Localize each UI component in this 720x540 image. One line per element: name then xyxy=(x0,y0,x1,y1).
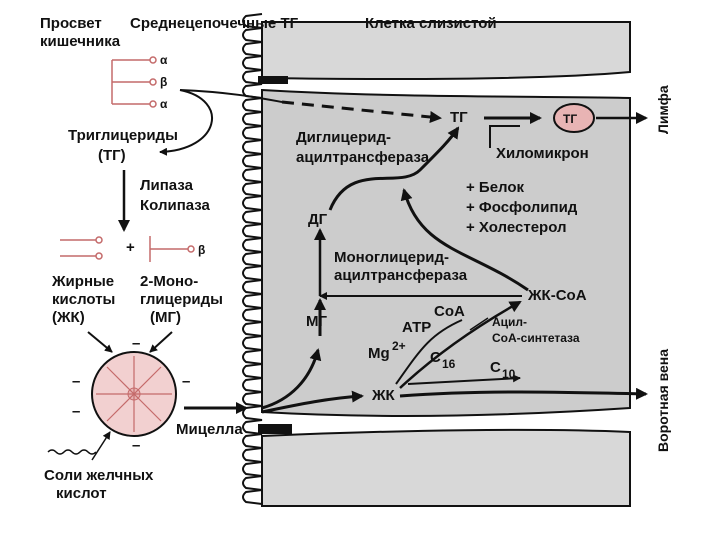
fatty-acids-label: кислоты xyxy=(52,291,115,308)
lipase-label: Липаза xyxy=(140,177,194,194)
junction-upper xyxy=(258,76,288,84)
monoglycerides-label: глицериды xyxy=(140,291,223,308)
c16-subscript: 16 xyxy=(442,357,456,371)
mtg-dashed-arrow xyxy=(179,89,283,103)
header-lumen: кишечника xyxy=(40,33,121,50)
mgat-label: Моноглицерид- xyxy=(334,249,449,266)
addition-cholesterol: + Холестерол xyxy=(466,219,567,236)
fa-entry-arrow xyxy=(261,390,364,414)
junction-lower xyxy=(258,424,292,434)
synthetase-pointer xyxy=(469,317,489,331)
chylo-bracket-arrow xyxy=(489,125,520,148)
mg2-superscript: 2+ xyxy=(392,339,406,353)
fatty-acids-label: Жирные xyxy=(51,273,114,290)
lower-cell xyxy=(261,428,631,507)
micelle-charge: – xyxy=(72,373,80,390)
micelle-charge: – xyxy=(132,437,140,454)
bile-salt-glyph xyxy=(47,449,97,455)
to-micelle-arrow xyxy=(149,331,173,353)
bile-salts-label: кислот xyxy=(56,485,107,502)
dg-node: ДГ xyxy=(308,211,328,228)
c16-arrow xyxy=(407,374,521,385)
monoglycerides-label: (МГ) xyxy=(150,309,181,326)
c10-label: C xyxy=(490,359,501,376)
to-micelle-arrow xyxy=(87,331,113,353)
bile-salts-label: Соли желчных xyxy=(44,467,154,484)
addition-protein: + Белок xyxy=(466,179,525,196)
atp-label: АТР xyxy=(402,319,431,336)
header-mtg: Среднецепочечные ТГ xyxy=(130,15,299,32)
triglycerides-label: Триглицериды xyxy=(68,127,178,144)
micelle-charge: – xyxy=(182,373,190,390)
bile-salt-arrow xyxy=(91,431,111,461)
to-portal-vein-arrow xyxy=(399,387,648,400)
addition-phospholipid: + Фосфолипид xyxy=(466,199,578,216)
micelle-charge: – xyxy=(72,403,80,420)
dg-to-tg-arrow xyxy=(328,126,460,211)
fa-activation-arrow xyxy=(395,319,463,385)
dgat-label: Диглицерид- xyxy=(296,129,391,146)
products-plus: + xyxy=(126,239,135,256)
fa-node: ЖК xyxy=(371,387,396,404)
tg-circle-label: ТГ xyxy=(563,112,577,126)
tg-return-arrow xyxy=(159,89,213,156)
mg-entry-arrow xyxy=(261,348,322,410)
micelle-label: Мицелла xyxy=(176,421,243,438)
mtg-dashed-arrow xyxy=(281,100,442,123)
faco-node: ЖК-СоА xyxy=(527,287,587,304)
colipase-label: Колипаза xyxy=(140,197,211,214)
tg-structure xyxy=(111,56,157,108)
fatty-acids-label: (ЖК) xyxy=(52,309,85,326)
mg-beta: β xyxy=(198,243,205,257)
acyl-synthetase-label: СоА-синтетаза xyxy=(492,331,580,345)
micelle-charge: – xyxy=(132,335,140,352)
acyl-synthetase-label: Ацил- xyxy=(492,315,527,329)
triglycerides-abbr: (ТГ) xyxy=(98,147,126,164)
chylomicron-label: Хиломикрон xyxy=(496,145,589,162)
fa-to-faco-arrow xyxy=(399,300,522,389)
lymph-label: Лимфа xyxy=(655,85,671,134)
tg-beta: β xyxy=(160,75,167,89)
mgat-label: ацилтрансфераза xyxy=(334,267,468,284)
monoglycerides-label: 2-Моно- xyxy=(140,273,198,290)
main-cell xyxy=(261,88,631,417)
fatty-acid-glyphs xyxy=(60,236,195,262)
header-lumen: Просвет xyxy=(40,15,102,32)
upper-cell xyxy=(261,21,631,81)
mg-node: МГ xyxy=(306,313,327,330)
coa-label: СоА xyxy=(434,303,465,320)
header-cell: Клетка слизистой xyxy=(365,15,497,32)
micelle xyxy=(91,351,177,437)
mg2-label: Mg xyxy=(368,345,390,362)
tg-chylomicron-circle xyxy=(553,103,595,133)
tg-alpha-2: α xyxy=(160,97,168,111)
dgat-label: ацилтрансфераза xyxy=(296,149,430,166)
tg-alpha-1: α xyxy=(160,53,168,67)
faco-to-tg-arrow xyxy=(400,188,529,292)
portal-vein-label: Воротная вена xyxy=(655,349,671,452)
tg-node: ТГ xyxy=(450,109,468,126)
